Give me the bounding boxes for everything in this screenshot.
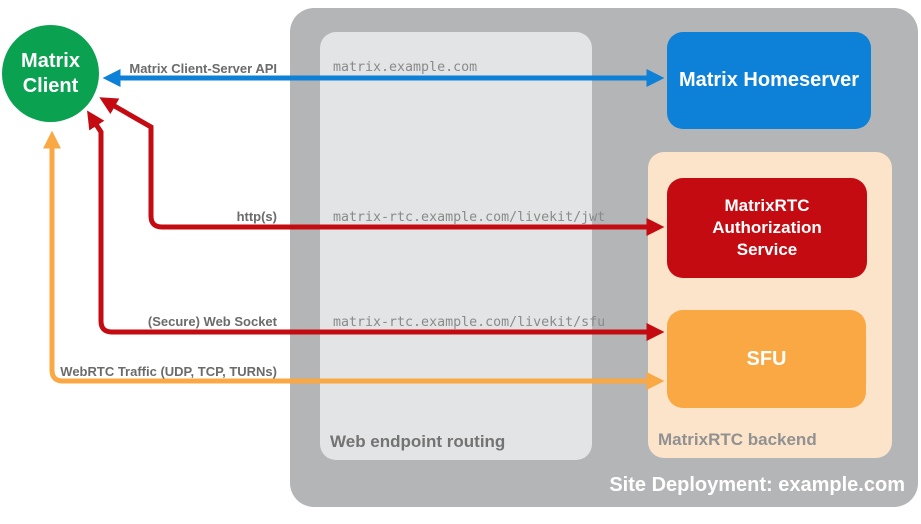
endpoint-livekit-jwt: matrix-rtc.example.com/livekit/jwt [333,210,606,225]
webrtc-traffic-label: WebRTC Traffic (UDP, TCP, TURNs) [60,364,277,379]
matrixrtc-backend-label: MatrixRTC backend [658,430,817,449]
web-endpoint-routing-box: Web endpoint routing [320,32,592,460]
sfu-label: SFU [746,347,787,370]
matrix-homeserver-label: Matrix Homeserver [678,69,860,91]
matrix-client-label: Matrix Client [21,49,80,97]
web-endpoint-routing-label: Web endpoint routing [330,432,506,451]
site-deployment-label: Site Deployment: example.com [609,474,905,496]
matrixrtc-auth-service-node: MatrixRTC Authorization Service [667,178,867,278]
client-server-api-label: Matrix Client-Server API [129,61,277,76]
matrix-client-node: Matrix Client [2,25,99,122]
endpoint-livekit-sfu: matrix-rtc.example.com/livekit/sfu [333,315,606,330]
endpoint-matrix-example-com: matrix.example.com [333,60,478,75]
secure-websocket-label: (Secure) Web Socket [147,314,277,329]
matrix-homeserver-node: Matrix Homeserver [667,32,871,129]
https-label: http(s) [236,209,277,224]
site-deployment-container: Web endpoint routing MatrixRTC backend M… [290,8,918,507]
sfu-node: SFU [667,310,866,408]
matrixrtc-auth-service-label: MatrixRTC Authorization Service [712,196,822,259]
